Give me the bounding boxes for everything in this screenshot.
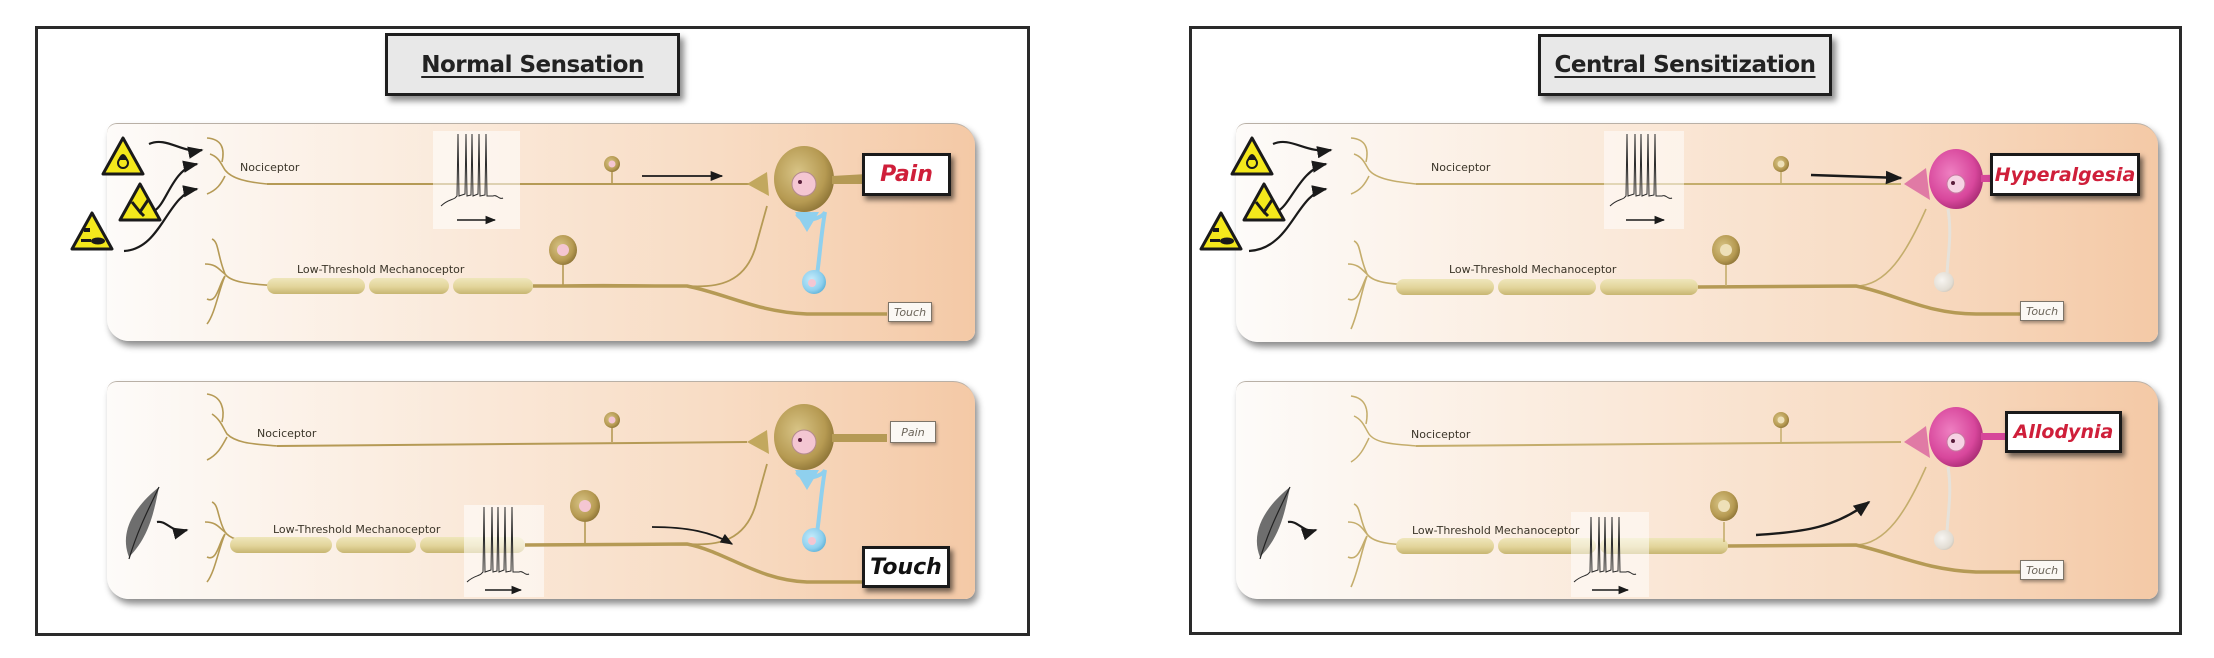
- signal-arrow: [1810, 170, 1903, 185]
- figure-title: Normal Sensation: [421, 51, 644, 78]
- stimulus-arrow: [1272, 140, 1333, 159]
- corrosive-hazard-icon: [1199, 211, 1243, 251]
- synaptic-terminal: [747, 430, 769, 454]
- myelin-sheath: [1396, 538, 1728, 554]
- stimulus-arrow: [1277, 160, 1328, 212]
- stimulus-arrow: [1287, 520, 1318, 541]
- mechanoceptor-label: Low-Threshold Mechanoceptor: [297, 263, 465, 276]
- normal-sensation-title-box: Normal Sensation: [385, 33, 680, 96]
- corrosive-hazard-icon: [70, 211, 114, 251]
- action-potential-inset: [1571, 512, 1649, 597]
- stimulus-arrow: [123, 185, 199, 253]
- mechanoceptor-label: Low-Threshold Mechanoceptor: [1449, 263, 1617, 276]
- mechanoceptor-label: Low-Threshold Mechanoceptor: [273, 523, 441, 536]
- normal-touch-panel: Nociceptor: [107, 381, 975, 599]
- sensitized-noxious-panel: Nociceptor Low-Thresh: [1199, 123, 2158, 342]
- inhibitory-interneuron: [1934, 530, 1954, 550]
- nociceptor-fiber: [206, 137, 757, 195]
- stimulus-arrow: [1248, 185, 1328, 253]
- action-potential-inset: [433, 131, 520, 229]
- stimulus-arrow: [148, 141, 204, 159]
- nociceptor-label: Nociceptor: [240, 161, 300, 174]
- action-potential-inset: [1604, 131, 1684, 229]
- inhibitory-interneuron: [1934, 272, 1954, 292]
- neural-circuit-diagram: Nociceptor: [70, 131, 887, 325]
- sensitized-touch-panel: Nociceptor Low-Thresh: [1236, 381, 2158, 599]
- central-sensitization-title-box: Central Sensitization: [1538, 34, 1832, 96]
- action-potential-inset: [464, 505, 544, 597]
- output-label-primary: Allodynia: [2005, 411, 2122, 453]
- cut-hazard-icon: [118, 182, 162, 222]
- neural-circuit-diagram: Nociceptor Low-Thresh: [1199, 131, 2046, 330]
- mechanoceptor-label: Low-Threshold Mechanoceptor: [1412, 524, 1580, 537]
- normal-noxious-panel: Nociceptor: [70, 123, 975, 341]
- flame-hazard-icon: [1230, 136, 1274, 176]
- output-label-secondary: Touch: [2020, 301, 2064, 321]
- synaptic-terminal: [1904, 426, 1930, 458]
- signal-arrow: [651, 526, 734, 545]
- output-label-secondary: Touch: [2020, 560, 2064, 580]
- output-label-primary: Hyperalgesia: [1990, 153, 2140, 196]
- nociceptor-label: Nociceptor: [257, 427, 317, 440]
- output-label-primary: Touch: [862, 546, 950, 588]
- nociceptor-label: Nociceptor: [1411, 428, 1471, 441]
- output-label-secondary: Pain: [890, 421, 936, 443]
- myelin-sheath: [267, 278, 533, 294]
- neural-circuit-diagram: Nociceptor: [125, 393, 887, 597]
- flame-hazard-icon: [101, 136, 145, 176]
- output-label-primary: Pain: [862, 153, 951, 196]
- output-label-secondary: Touch: [888, 302, 932, 322]
- figure-title: Central Sensitization: [1554, 52, 1816, 78]
- stimulus-arrow: [153, 160, 199, 212]
- feather-icon: [1256, 486, 1291, 560]
- synaptic-terminal: [747, 172, 769, 196]
- nociceptor-fiber: [206, 393, 748, 461]
- cut-hazard-icon: [1242, 182, 1286, 222]
- stimulus-arrow: [156, 520, 189, 540]
- mechanoceptor-fiber: [204, 238, 278, 325]
- feather-icon: [125, 486, 160, 560]
- synaptic-terminal: [1904, 168, 1930, 200]
- nociceptor-fiber: [1350, 395, 1902, 463]
- nociceptor-label: Nociceptor: [1431, 161, 1491, 174]
- signal-arrow: [1755, 500, 1871, 537]
- myelin-sheath: [1396, 279, 1698, 295]
